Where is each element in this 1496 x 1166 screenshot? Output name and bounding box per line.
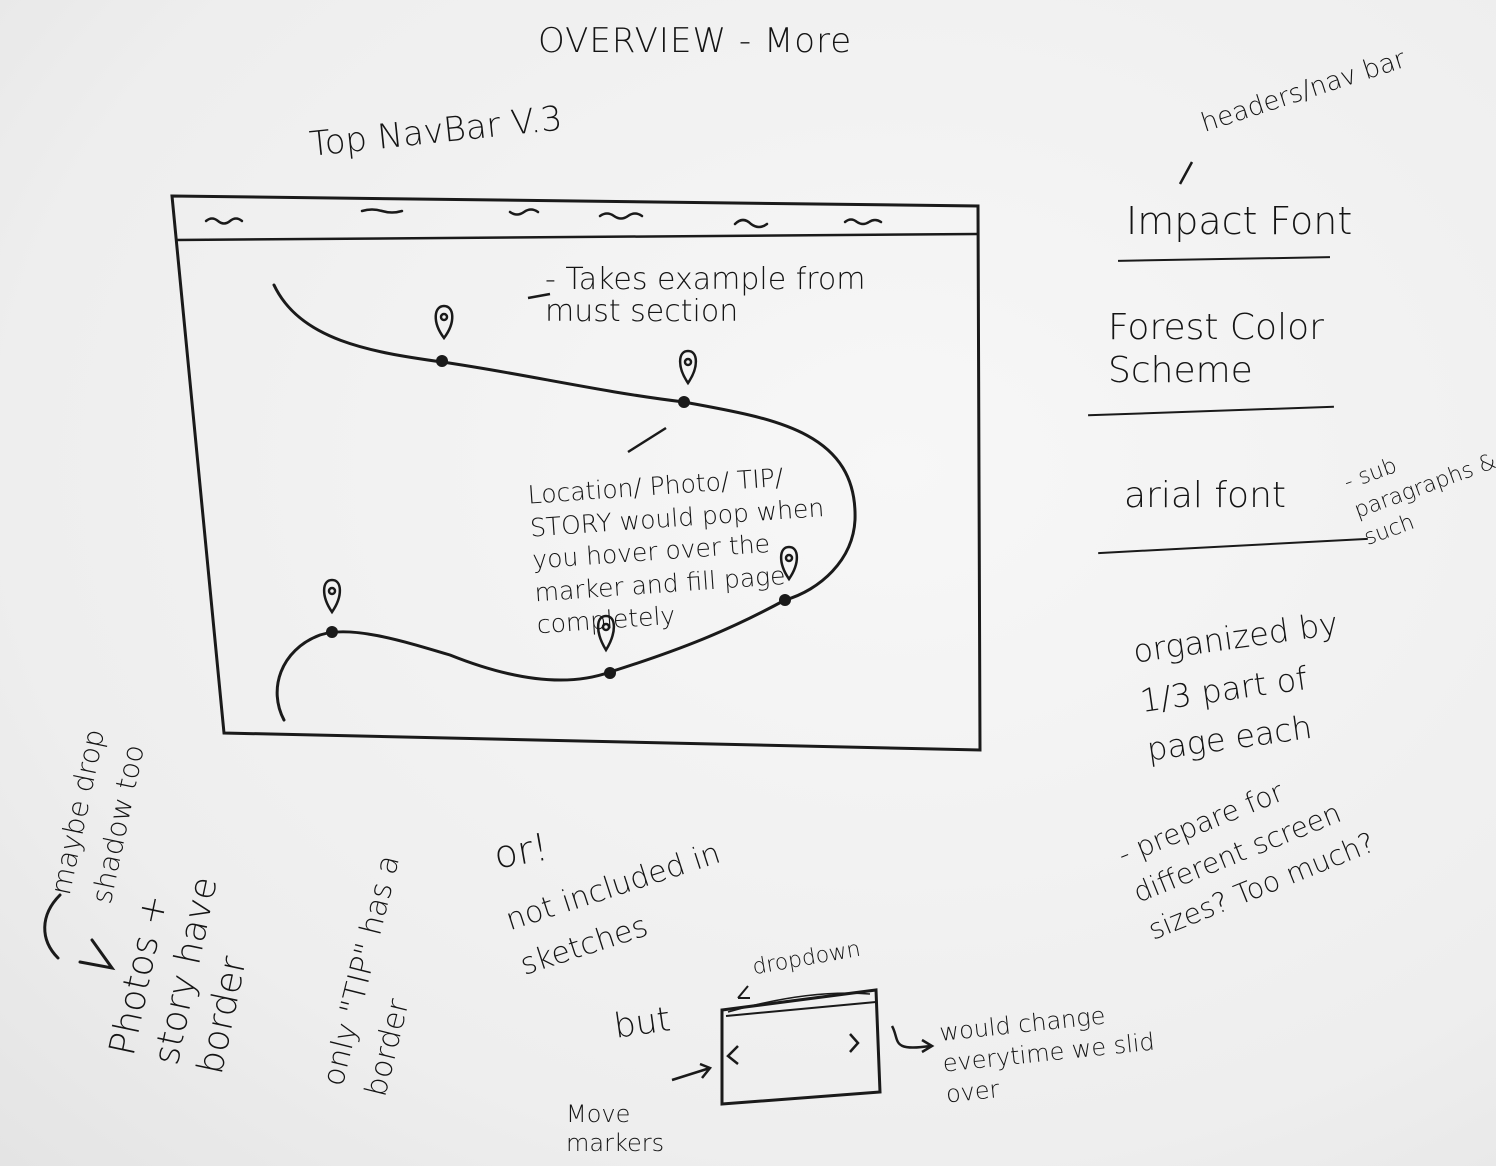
arrow-icon	[737, 985, 750, 999]
marker-dot-2	[678, 396, 690, 408]
chevron-left-icon	[726, 1045, 739, 1065]
page-title: OVERVIEW - More	[538, 21, 853, 61]
arrow-icon	[671, 1062, 713, 1082]
map-pin-icon	[779, 545, 799, 582]
but-label: but	[611, 999, 673, 1047]
or-label: or!	[490, 824, 552, 878]
slider-box	[720, 988, 882, 1106]
route-curve	[272, 283, 857, 722]
color-scheme-note: Forest Color Scheme	[1108, 307, 1324, 392]
move-markers-note: Move markers	[566, 1100, 665, 1157]
map-pin-icon	[322, 578, 342, 615]
map-pin-icon	[434, 304, 454, 341]
marker-dot-5	[326, 626, 338, 638]
wireframe-frame	[170, 194, 982, 752]
slider-dropdown-bar	[725, 1001, 877, 1017]
nav-item-6	[843, 218, 883, 226]
chevron-right-icon	[849, 1033, 860, 1053]
note-leader-3	[1178, 161, 1194, 185]
hover-note: Location/ Photo/ TIP/ STORY would pop wh…	[526, 462, 826, 640]
nav-item-3	[508, 208, 540, 216]
curve-note: - Takes example from must section	[545, 262, 866, 329]
impact-font-note: Impact Font	[1126, 199, 1353, 243]
marker-dot-3	[779, 594, 791, 606]
note-leader-1	[527, 292, 551, 300]
arrow-icon	[890, 1025, 935, 1054]
slider-dropdown-bar-2	[727, 992, 871, 1013]
arrow-icon	[43, 893, 116, 971]
route-markers	[326, 355, 791, 679]
note-leader-2	[627, 426, 667, 454]
navbar-divider	[174, 232, 979, 242]
map-pin-icon	[596, 614, 616, 653]
arial-font-note: arial font	[1124, 475, 1286, 516]
nav-item-5	[733, 218, 769, 229]
map-pins	[322, 304, 799, 653]
map-pin-icon	[678, 349, 698, 386]
marker-dot-4	[604, 667, 616, 679]
marker-dot-1	[436, 355, 448, 367]
nav-item-1	[204, 217, 244, 225]
nav-item-4	[598, 212, 644, 220]
nav-item-2	[360, 208, 404, 214]
